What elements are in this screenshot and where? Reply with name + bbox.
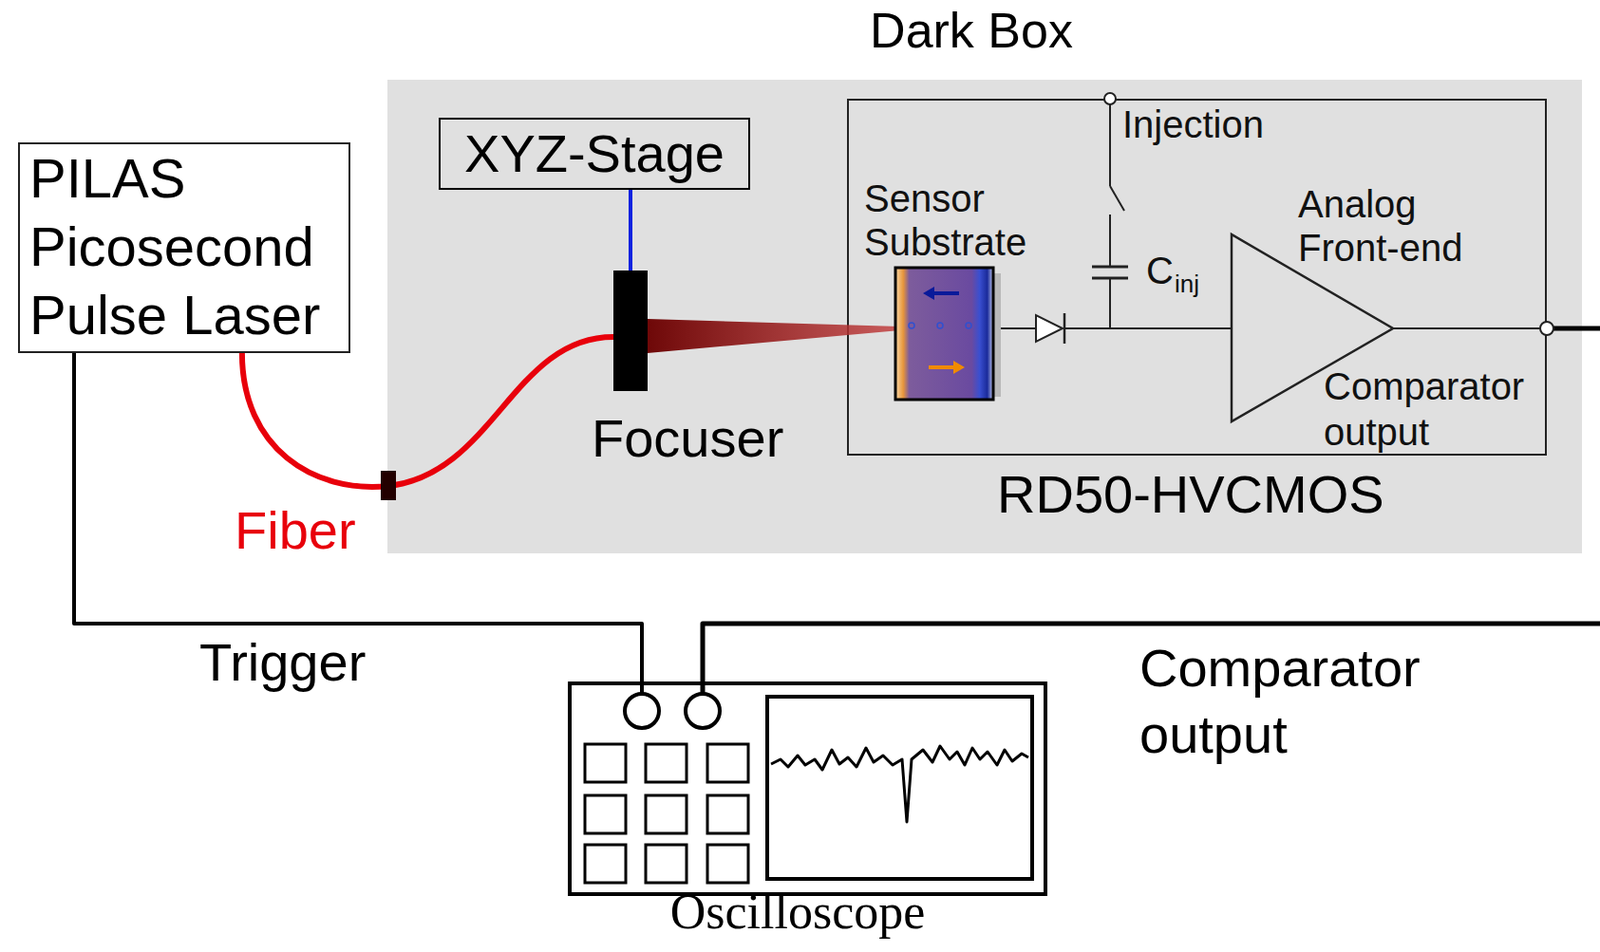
scope-input-knob — [624, 694, 659, 729]
wire — [1109, 104, 1111, 187]
scope-button — [584, 795, 626, 834]
wire — [1064, 327, 1232, 330]
part-name: Analog Front-end — [1298, 182, 1498, 270]
injection-terminal — [1104, 93, 1116, 105]
laser-box: PILAS Picosecond Pulse Laser — [18, 142, 351, 354]
laser-beam — [647, 319, 901, 354]
component-symbol: C — [1146, 248, 1174, 293]
wire — [1392, 327, 1542, 330]
component-subscript: inj — [1174, 269, 1200, 299]
wire — [1109, 278, 1111, 329]
drift-arrow-blue — [932, 291, 960, 296]
sensor-substrate — [895, 267, 994, 400]
scope-button — [707, 845, 749, 884]
node-label: Dark Box — [869, 1, 1073, 59]
output-terminal — [1540, 321, 1554, 336]
switch-blade — [1110, 186, 1125, 211]
scope-button — [645, 795, 687, 834]
drift-arrow-blue-head — [922, 286, 935, 301]
signal-name: Injection — [1122, 102, 1264, 147]
focuser-block: Focuser — [613, 270, 648, 392]
node-label: Oscilloscope — [670, 886, 926, 939]
connector-label: Comparator output — [1139, 635, 1444, 769]
fiber-connector — [380, 470, 396, 501]
node-label: RD50-HVCMOS — [997, 465, 1385, 525]
scope-button — [645, 845, 687, 884]
stage-box: XYZ-Stage — [438, 117, 751, 190]
scope-waveform — [771, 746, 1029, 823]
charge-dot — [965, 322, 972, 329]
charge-dot — [937, 322, 943, 329]
signal-name: Comparator output — [1323, 363, 1538, 455]
diode-symbol — [1035, 315, 1063, 342]
scope-button — [707, 744, 749, 783]
scope-button — [707, 795, 749, 834]
part-name: Sensor Substrate — [864, 176, 1055, 264]
node-label: Focuser — [591, 409, 784, 469]
trigger-cable — [74, 353, 642, 695]
capacitor-plate — [1091, 277, 1129, 281]
wire — [1109, 214, 1111, 267]
node-label: PILAS Picosecond Pulse Laser — [19, 144, 349, 350]
scope-input-knob — [685, 694, 720, 729]
scope-button — [645, 744, 687, 783]
wire — [1000, 327, 1036, 330]
connector-label: Fiber — [234, 501, 357, 561]
drift-arrow-orange — [928, 365, 956, 370]
scope-button — [584, 845, 626, 884]
drift-arrow-orange-head — [953, 360, 965, 375]
scope-button — [584, 744, 626, 783]
scope-screen — [767, 696, 1033, 880]
optical-fiber — [242, 337, 614, 488]
stage-mount — [628, 189, 633, 271]
charge-dot — [908, 322, 915, 329]
connector-label: Trigger — [199, 633, 366, 693]
node-label: XYZ-Stage — [464, 124, 725, 184]
